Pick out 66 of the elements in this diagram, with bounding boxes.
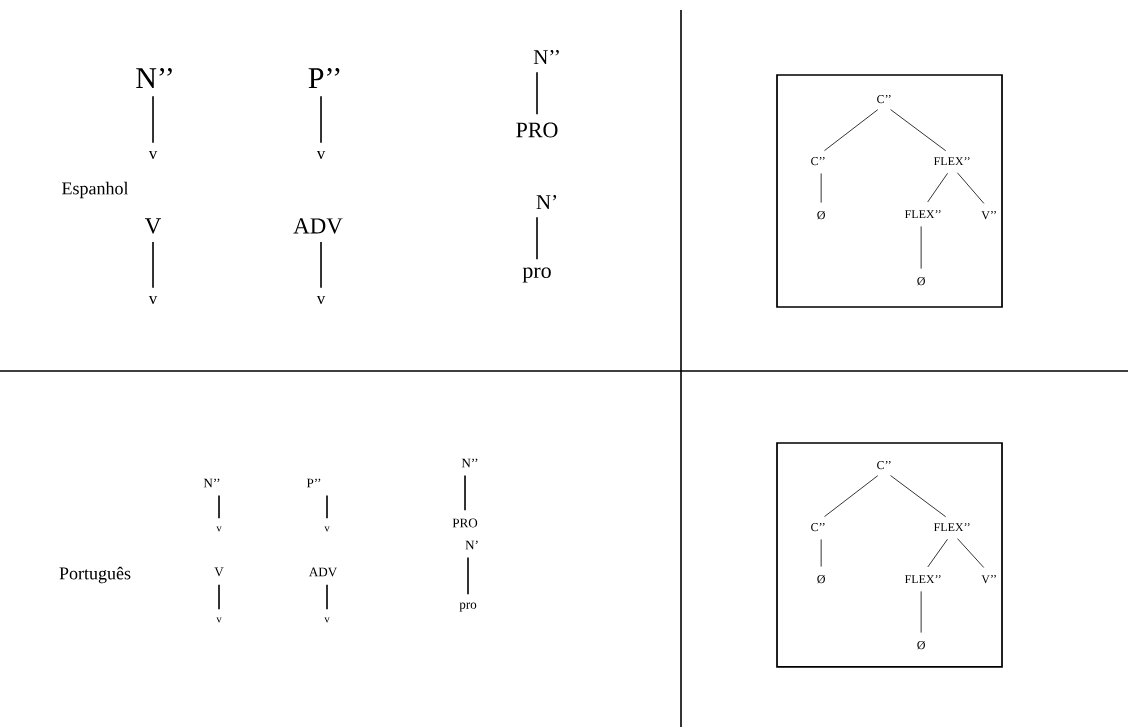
tree-branch bbox=[890, 475, 947, 518]
tree-branch bbox=[890, 109, 947, 152]
tree-label: Ø bbox=[917, 640, 925, 650]
tree-branch bbox=[536, 216, 538, 260]
tree-label: FLEX’’ bbox=[904, 575, 941, 584]
tree-label: N’’ bbox=[136, 68, 172, 88]
tree-label: v bbox=[216, 526, 222, 532]
tree-label: V bbox=[214, 567, 224, 577]
tree-label: v bbox=[324, 526, 330, 532]
tree-branch bbox=[824, 475, 879, 517]
tree-label: v bbox=[316, 296, 326, 304]
tree-label: Ø bbox=[817, 574, 825, 584]
tree-branch bbox=[320, 241, 322, 289]
tree-label: N’ bbox=[465, 540, 478, 550]
tree-branch bbox=[467, 556, 469, 596]
tree-branch bbox=[820, 539, 822, 567]
tree-label: FLEX’’ bbox=[904, 210, 941, 219]
tree-label: FLEX’’ bbox=[933, 157, 970, 166]
tree-label: C’’ bbox=[877, 95, 891, 104]
tree-branch bbox=[218, 583, 220, 610]
tree-label: V’’ bbox=[981, 211, 996, 220]
tree-label: P’’ bbox=[308, 68, 340, 88]
tree-branch bbox=[820, 173, 822, 203]
tree-label: C’’ bbox=[811, 523, 825, 532]
tree-label: FLEX’’ bbox=[933, 523, 970, 532]
tree-branch bbox=[320, 95, 322, 144]
tree-label: N’ bbox=[536, 195, 557, 209]
tree-label: N’’ bbox=[533, 50, 559, 64]
tree-label: V bbox=[145, 218, 162, 234]
tree-branch bbox=[464, 474, 466, 512]
tree-label: v bbox=[148, 296, 158, 304]
tree-label: ADV bbox=[293, 218, 343, 234]
tree-branch bbox=[326, 583, 328, 610]
tree-label: P’’ bbox=[306, 478, 321, 488]
tree-branch bbox=[957, 538, 985, 568]
tree-branch bbox=[152, 95, 154, 144]
tree-label: ADV bbox=[309, 567, 337, 577]
tree-label: v bbox=[324, 617, 330, 623]
tree-branch bbox=[326, 494, 328, 519]
tree-branch bbox=[218, 494, 220, 519]
tree-branch bbox=[920, 591, 922, 633]
tree-label: PRO bbox=[516, 122, 558, 138]
tree-frame bbox=[776, 442, 1003, 668]
tree-label: v bbox=[316, 151, 326, 159]
tree-label: V’’ bbox=[981, 575, 996, 584]
tree-branch bbox=[152, 241, 154, 289]
tree-label: C’’ bbox=[877, 461, 891, 470]
tree-frame bbox=[776, 74, 1003, 308]
tree-branch bbox=[920, 226, 922, 269]
tree-branch bbox=[536, 71, 538, 116]
tree-branch bbox=[824, 109, 879, 151]
tree-label: Ø bbox=[817, 210, 825, 220]
tree-label: v bbox=[148, 151, 158, 159]
tree-label: N’’ bbox=[203, 478, 220, 488]
tree-branch bbox=[957, 172, 985, 204]
language-label: Português bbox=[59, 566, 131, 584]
tree-branch bbox=[927, 538, 948, 568]
tree-label: N’’ bbox=[461, 458, 478, 468]
tree-label: Ø bbox=[917, 276, 925, 286]
language-label: Espanhol bbox=[62, 181, 129, 199]
tree-label: pro bbox=[522, 267, 551, 283]
tree-label: v bbox=[216, 617, 222, 623]
tree-label: pro bbox=[459, 602, 477, 612]
tree-branch bbox=[927, 172, 948, 203]
tree-label: PRO bbox=[452, 518, 478, 528]
tree-label: C’’ bbox=[811, 157, 825, 166]
